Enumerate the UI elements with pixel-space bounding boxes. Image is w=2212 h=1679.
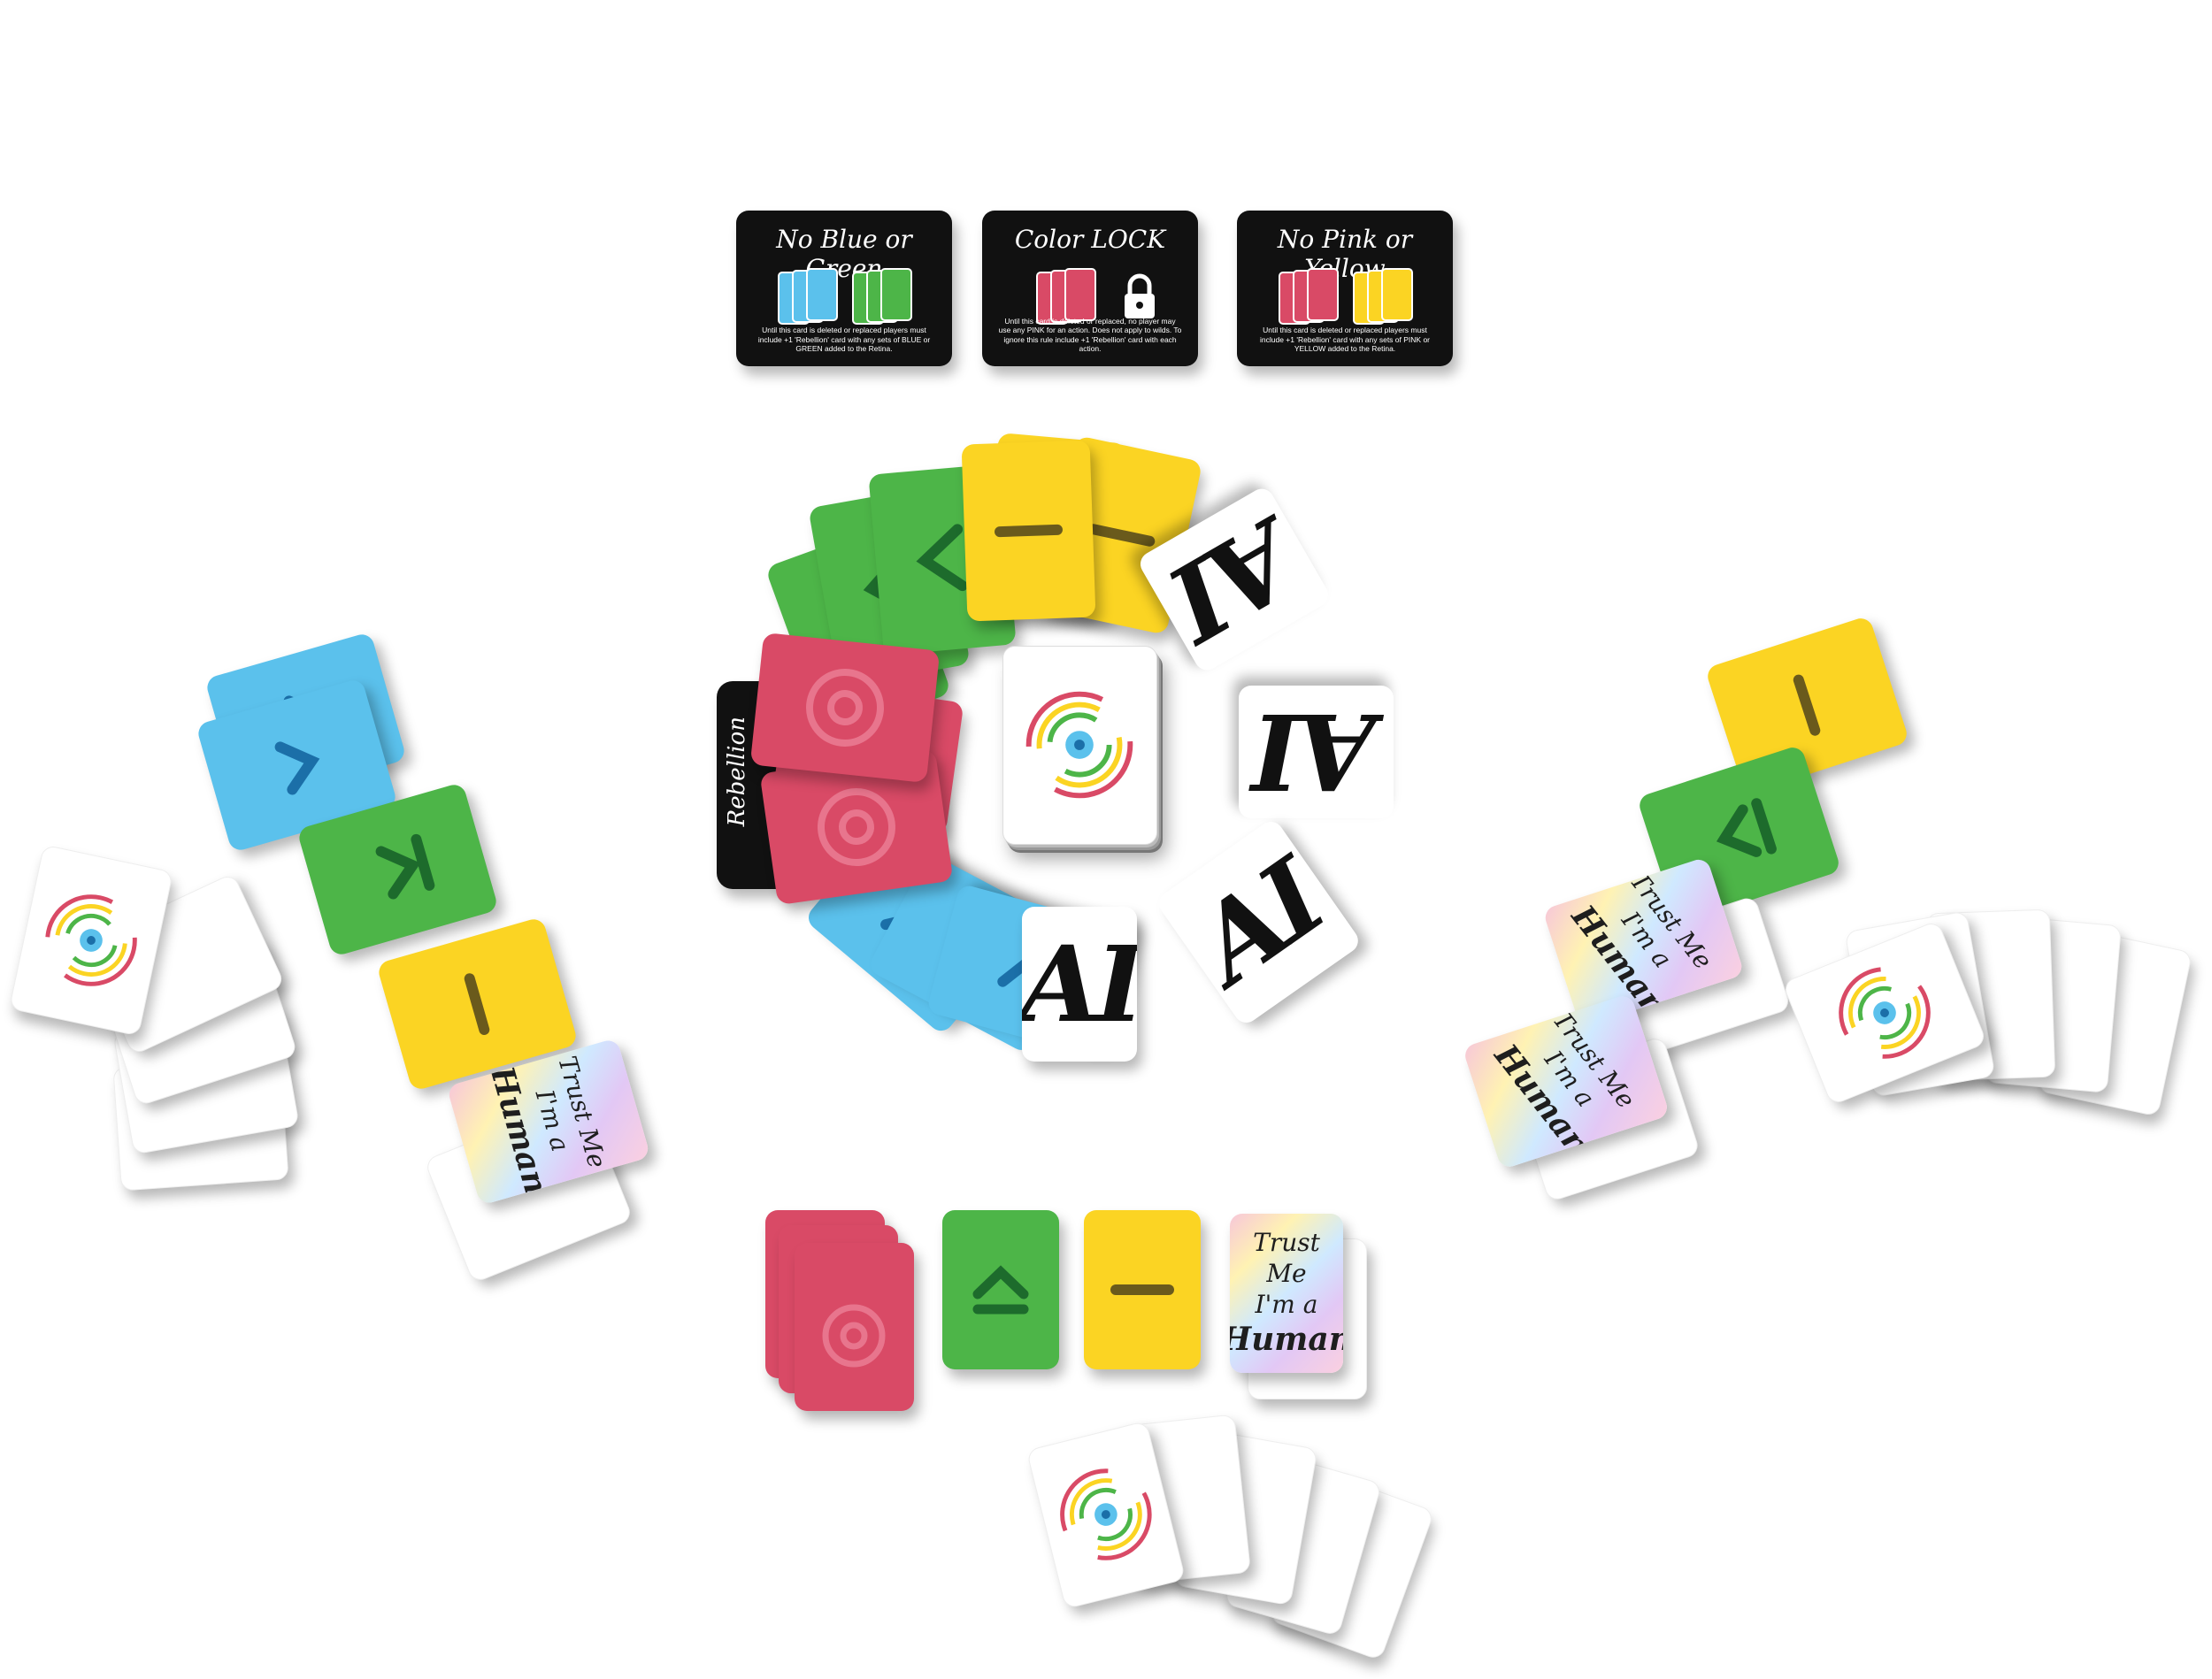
rule-card-description: Until this card is deleted or replaced p…	[1260, 326, 1430, 354]
retina-eye-icon	[1060, 1468, 1152, 1560]
green-card[interactable]	[1636, 744, 1842, 924]
ai-card[interactable]: AI	[1022, 907, 1137, 1062]
rebellion-label: Rebellion	[724, 717, 750, 827]
ai-label: AI	[1022, 923, 1137, 1046]
yellow-card[interactable]	[1040, 435, 1203, 635]
retina-eye-icon	[45, 894, 137, 986]
yellow-card[interactable]	[1704, 615, 1910, 795]
human-card-text: Trust Me I'm a Human	[1230, 1214, 1343, 1373]
rule-card-description: Until this card is deleted or replaced p…	[757, 326, 931, 354]
target-icon	[822, 1304, 886, 1368]
human-line-2: I'm a	[1255, 1290, 1318, 1319]
rule-card-no-pink-yellow[interactable]: No Pink or Yellow Until this card is del…	[1237, 211, 1453, 366]
rule-card-description: Until this card is deleted or replaced, …	[998, 316, 1182, 354]
face-down-card[interactable]	[1025, 1420, 1187, 1610]
yellow-card[interactable]	[1084, 1210, 1201, 1369]
pink-card[interactable]	[749, 632, 941, 784]
chevron-left-icon	[916, 524, 968, 592]
ai-label: AI	[1256, 690, 1376, 814]
chevron-right-icon	[274, 741, 320, 795]
ai-card[interactable]: AI	[1154, 816, 1363, 1028]
blue-card[interactable]	[196, 678, 398, 853]
human-line-1: Trust Me	[1253, 1228, 1320, 1288]
yellow-card[interactable]	[376, 916, 579, 1092]
green-card[interactable]	[868, 463, 1017, 656]
chevron-left-icon	[1716, 798, 1777, 857]
color-swatch-icon	[778, 268, 912, 325]
dash-icon	[1793, 674, 1821, 736]
draw-deck[interactable]	[1002, 646, 1157, 845]
color-swatch-icon	[1036, 268, 1096, 325]
pink-card[interactable]	[795, 1243, 914, 1411]
face-down-card[interactable]	[8, 844, 174, 1037]
human-card[interactable]: Trust Me I'm a Human	[1230, 1214, 1343, 1373]
dash-icon	[995, 524, 1063, 538]
yellow-card[interactable]	[961, 440, 1096, 622]
target-icon	[818, 788, 895, 866]
chevron-up-icon	[972, 1265, 1029, 1315]
human-line-3: Human	[1230, 1321, 1343, 1358]
retina-eye-icon	[1839, 967, 1931, 1059]
dash-icon	[1087, 524, 1156, 547]
target-icon	[806, 669, 884, 747]
ai-label: AI	[1174, 837, 1343, 1008]
dash-icon	[464, 973, 490, 1035]
dash-icon	[1110, 1284, 1174, 1295]
lock-icon	[1125, 273, 1155, 318]
chevron-right-icon	[375, 833, 435, 900]
color-swatch-icon	[1279, 268, 1413, 325]
rule-card-no-blue-green[interactable]: No Blue or Green Until this card is dele…	[736, 211, 952, 366]
green-card[interactable]	[942, 1210, 1059, 1369]
pink-card[interactable]	[759, 748, 954, 906]
rule-card-title: Color LOCK	[1014, 225, 1166, 254]
ai-card[interactable]: AI	[1239, 686, 1394, 818]
green-card[interactable]	[296, 782, 499, 957]
retina-eye-icon	[1025, 691, 1133, 799]
rule-card-color-lock[interactable]: Color LOCK Until this card is deleted or…	[982, 211, 1198, 366]
face-down-card[interactable]	[1781, 919, 1988, 1107]
